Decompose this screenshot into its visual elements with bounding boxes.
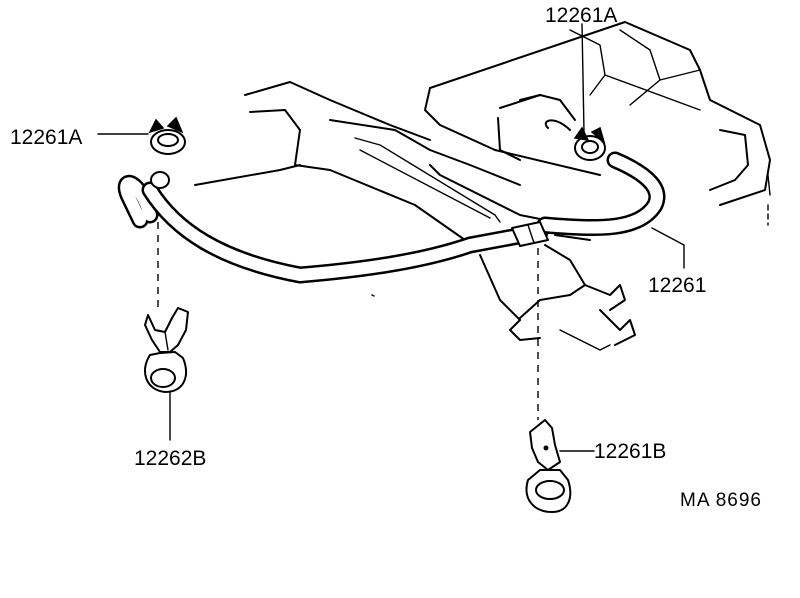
label-12261b: 12261B <box>594 440 666 463</box>
label-12261a-top: 12261A <box>545 4 617 27</box>
bracket-12261b <box>525 419 595 513</box>
figure-code: MA 8696 <box>680 490 762 511</box>
hose-12261 <box>117 151 666 284</box>
label-12262b: 12262B <box>134 447 206 470</box>
clamp-12261a-left <box>97 116 186 155</box>
clamp-12261a-right <box>544 23 606 161</box>
bracket-12262b <box>144 307 189 441</box>
label-12261a-left: 12261A <box>10 126 82 149</box>
engine-housing-outline <box>194 21 771 351</box>
hose-leader-line <box>651 227 685 269</box>
label-12261: 12261 <box>648 274 706 297</box>
mounting-guides <box>157 222 539 420</box>
